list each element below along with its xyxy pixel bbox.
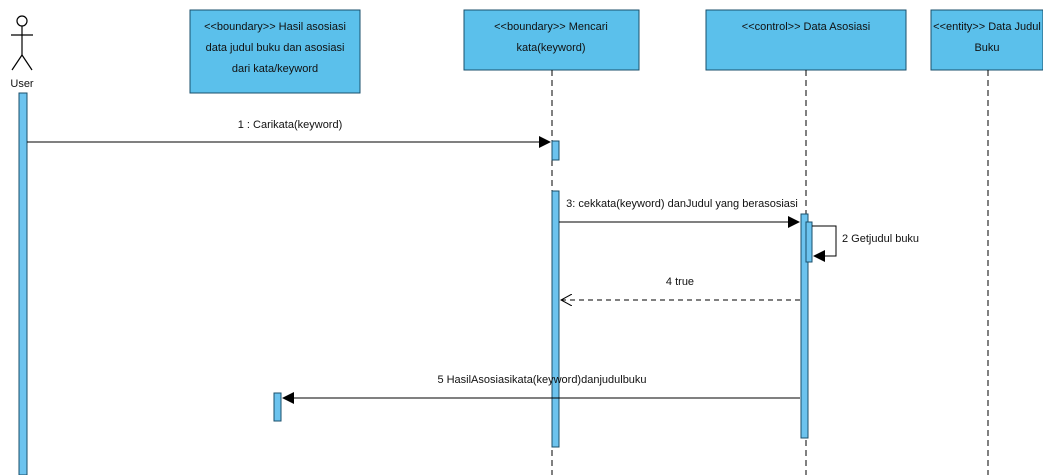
lifeline-data-asosiasi: <<control>> Data Asosiasi xyxy=(705,9,907,71)
actor-label: User xyxy=(10,78,34,90)
message-4-return: 4 true xyxy=(561,276,800,300)
lifeline-mencari: <<boundary>> Mencari kata(keyword) xyxy=(463,9,640,71)
activation-data-asosiasi xyxy=(800,213,809,439)
message-5: 5 HasilAsosiasikata(keyword)danjudulbuku xyxy=(282,374,800,404)
message-3: 3: cekkata(keyword) danJudul yang beraso… xyxy=(559,198,800,228)
message-4-label: 4 true xyxy=(666,276,694,288)
lifeline-mencari-label-2: kata(keyword) xyxy=(516,42,585,54)
activation-mencari-2 xyxy=(551,190,560,448)
message-1-label: 1 : Carikata(keyword) xyxy=(238,119,343,131)
activation-data-asosiasi-self xyxy=(805,221,813,263)
message-5-label: 5 HasilAsosiasikata(keyword)danjudulbuku xyxy=(437,374,646,386)
message-2-self: 2 Getjudul buku xyxy=(812,225,919,262)
message-3-label: 3: cekkata(keyword) danJudul yang beraso… xyxy=(566,198,798,210)
actor-head-icon xyxy=(16,15,28,27)
user-actor: User xyxy=(10,15,34,90)
message-2-label: 2 Getjudul buku xyxy=(842,233,919,245)
lifeline-data-judul-label-2: Buku xyxy=(974,42,999,54)
message-1: 1 : Carikata(keyword) xyxy=(27,119,551,148)
lifeline-hasil-label-1: <<boundary>> Hasil asosiasi xyxy=(204,21,346,33)
lifeline-hasil: <<boundary>> Hasil asosiasi data judul b… xyxy=(189,9,361,94)
activation-hasil xyxy=(273,392,282,422)
lifeline-data-asosiasi-label: <<control>> Data Asosiasi xyxy=(742,21,870,33)
lifeline-data-judul-label-1: <<entity>> Data Judul xyxy=(933,21,1041,33)
activation-mencari-1 xyxy=(551,140,560,161)
lifeline-data-judul: <<entity>> Data Judul Buku xyxy=(930,9,1043,71)
activation-user xyxy=(18,92,28,475)
lifeline-mencari-label-1: <<boundary>> Mencari xyxy=(494,21,608,33)
lifeline-hasil-label-3: dari kata/keyword xyxy=(232,63,318,75)
lifeline-hasil-label-2: data judul buku dan asosiasi xyxy=(206,42,345,54)
